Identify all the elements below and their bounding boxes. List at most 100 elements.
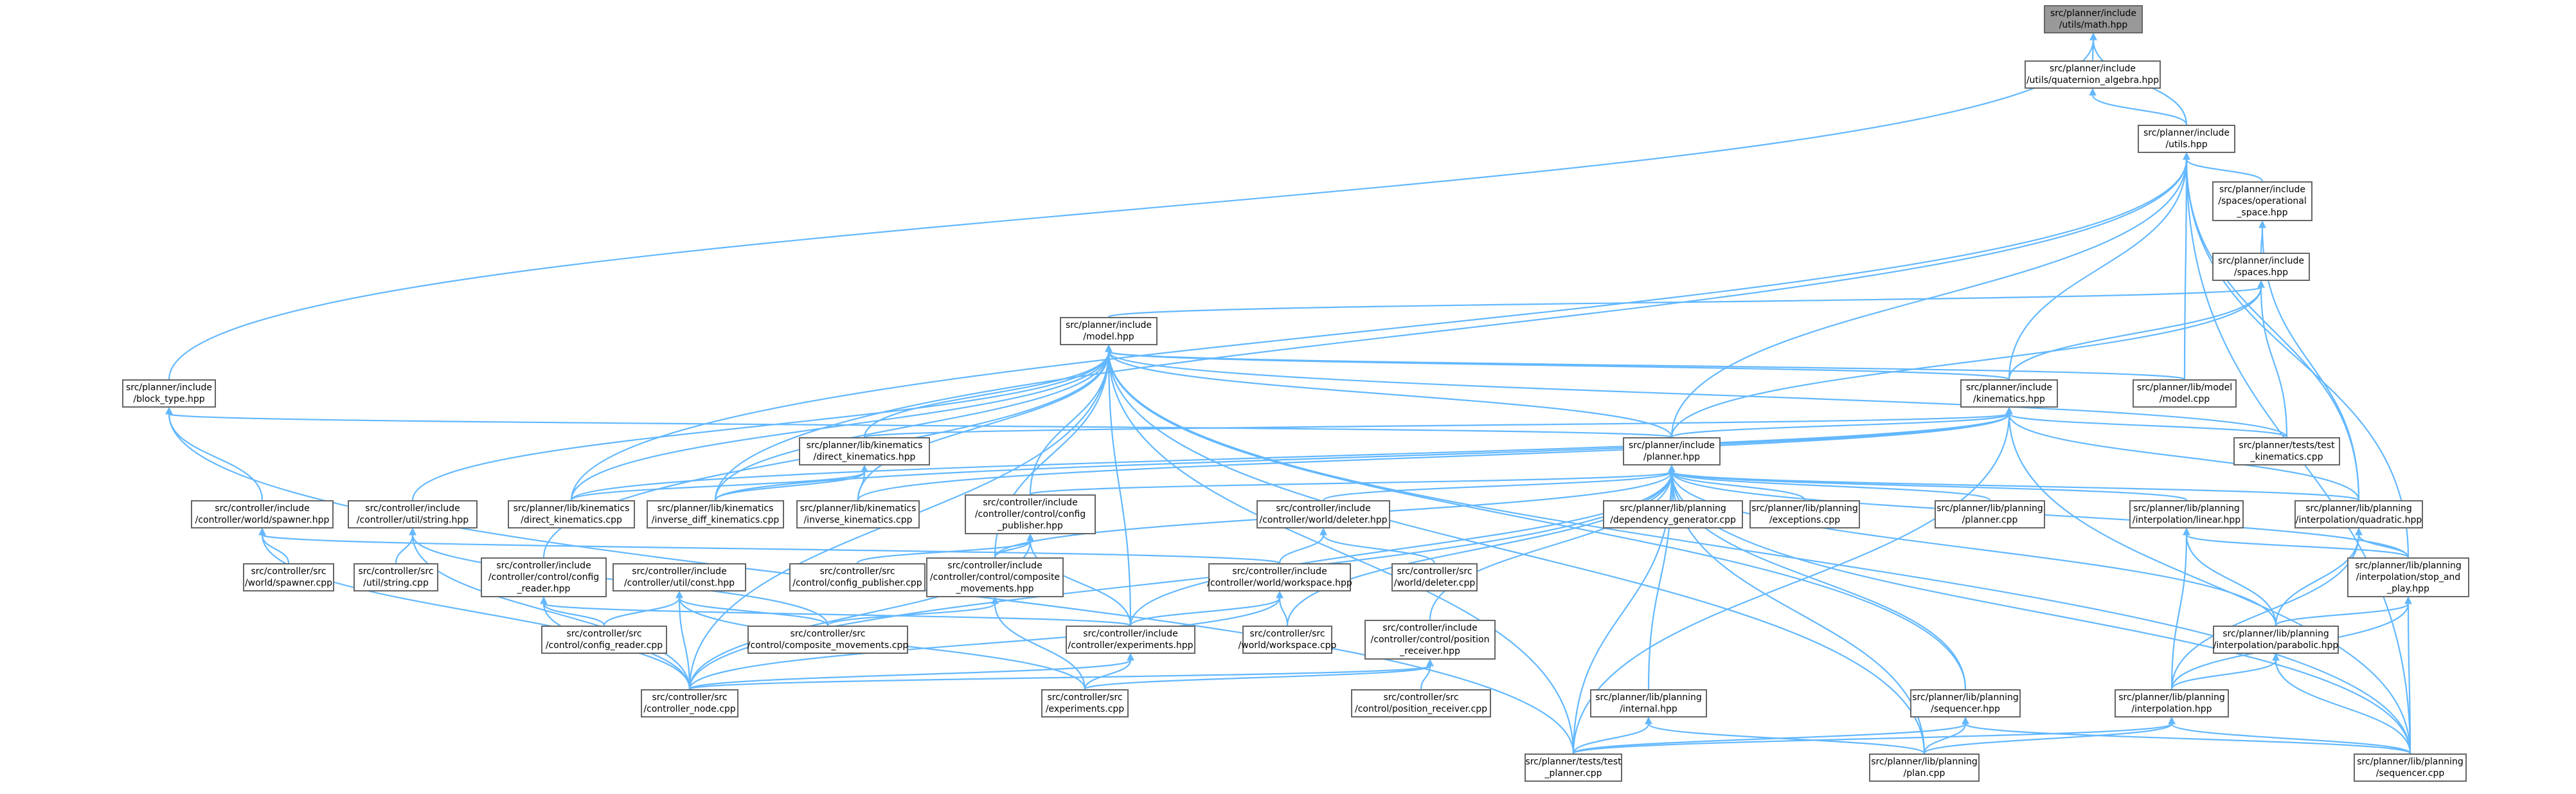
node-direct-kinematics-cpp[interactable]: src/planner/lib/kinematics /direct_kinem… [508,500,635,528]
node-label: src/planner/lib/planning /interpolation.… [2118,692,2225,714]
arrowhead [1962,716,1969,725]
node-position-receiver-cpp[interactable]: src/controller/src /control/position_rec… [1351,689,1491,717]
arrowhead [1319,527,1327,536]
node-position-receiver-hpp[interactable]: src/controller/include /controller/contr… [1364,620,1496,660]
node-workspace-hpp[interactable]: src/controller/include /controller/world… [1207,563,1352,591]
edge-string-cpp-to-string-hpp [395,534,414,564]
node-spawner-cpp[interactable]: src/controller/src /world/spawner.cpp [243,563,334,591]
node-inverse-kinematics-cpp[interactable]: src/planner/lib/kinematics /inverse_kine… [796,500,920,528]
node-workspace-cpp[interactable]: src/controller/src /world/workspace.cpp [1239,626,1336,654]
edge-inverse-kinematics-cpp-to-direct-kinematics-hpp [857,471,866,501]
edge-composite-movements-hpp-to-config-publisher-hpp [994,540,1032,558]
node-label: src/planner/lib/planning /planner.cpp [1936,503,2043,525]
edge-model-cpp-to-utils-hpp [2183,159,2188,380]
edge-kinematics-hpp-to-spaces-hpp [2008,287,2262,380]
node-controller-node-cpp[interactable]: src/controller/src /controller_node.cpp [641,689,738,717]
edge-config-publisher-hpp-to-planner-hpp [1029,471,1673,496]
node-planner-cpp[interactable]: src/planner/lib/planning /planner.cpp [1935,500,2045,528]
node-quaternion-algebra-hpp[interactable]: src/planner/include /utils/quaternion_al… [2025,60,2161,89]
arrowhead [2183,527,2190,536]
node-label: src/planner/lib/planning /interpolation/… [2132,503,2241,525]
node-dependency-generator-cpp[interactable]: src/planner/lib/planning /dependency_gen… [1603,500,1743,528]
node-experiments-hpp[interactable]: src/controller/include /controller/exper… [1066,626,1195,654]
node-config-reader-cpp[interactable]: src/controller/src /control/config_reade… [541,626,667,654]
edge-composite-movements-cpp-to-const-hpp [678,597,829,626]
edge-interpolation-hpp-to-interpolation-linear-hpp [2170,534,2188,690]
node-label: src/planner/include /kinematics.hpp [1965,383,2053,404]
node-label: src/planner/lib/planning /dependency_gen… [1610,503,1736,525]
node-inverse-diff-kinematics-cpp[interactable]: src/planner/lib/kinematics /inverse_diff… [647,500,784,528]
node-deleter-cpp[interactable]: src/controller/src /world/deleter.cpp [1391,563,1478,591]
node-label: src/planner/tests/test _kinematics.cpp [2239,440,2335,462]
node-config-publisher-hpp[interactable]: src/controller/include /controller/contr… [965,494,1096,534]
edge-direct-kinematics-cpp-to-kinematics-hpp [570,413,2010,501]
edge-sequencer-cpp-to-interpolation-parabolic-hpp [2275,660,2411,754]
node-label: src/controller/src /world/spawner.cpp [244,566,333,588]
node-kinematics-hpp[interactable]: src/planner/include /kinematics.hpp [1960,379,2058,408]
edge-string-hpp-to-model-hpp [411,351,1110,501]
node-interpolation-linear-hpp[interactable]: src/planner/lib/planning /interpolation/… [2129,500,2244,528]
node-operational-space-hpp[interactable]: src/planner/include /spaces/operational … [2212,181,2312,221]
arrowhead [2183,152,2190,160]
node-composite-movements-cpp[interactable]: src/controller/src /control/composite_mo… [747,626,908,654]
node-utils-hpp[interactable]: src/planner/include /utils.hpp [2138,125,2235,153]
node-sequencer-hpp[interactable]: src/planner/lib/planning /sequencer.hpp [1910,689,2021,717]
edge-kinematics-hpp-to-utils-hpp [2008,159,2188,380]
edge-config-reader-cpp-to-config-reader-hpp [542,603,605,626]
node-label: src/controller/src /control/composite_mo… [747,629,909,651]
node-spaces-hpp[interactable]: src/planner/include /spaces.hpp [2212,253,2310,281]
node-internal-hpp[interactable]: src/planner/lib/planning /internal.hpp [1590,689,1707,717]
node-label: src/controller/include /controller/contr… [488,561,600,594]
node-string-cpp[interactable]: src/controller/src /util/string.cpp [353,563,438,591]
edge-kinematics-hpp-to-model-hpp [1107,350,2010,381]
edge-stop-and-play-hpp-to-interpolation-linear-hpp [2185,534,2410,559]
edge-spawner-hpp-to-block-type-hpp [168,413,264,501]
node-label: src/controller/src /controller_node.cpp [643,692,736,714]
node-test-planner-cpp[interactable]: src/planner/tests/test _planner.cpp [1525,753,1622,782]
edge-stop-and-play-hpp-to-utils-hpp [2185,159,2410,558]
node-const-hpp[interactable]: src/controller/include /controller/util/… [613,563,746,591]
node-test-kinematics-cpp[interactable]: src/planner/tests/test _kinematics.cpp [2233,437,2340,465]
edge-sequencer-cpp-to-kinematics-hpp [2008,413,2411,754]
node-plan-cpp[interactable]: src/planner/lib/planning /plan.cpp [1869,753,1980,782]
arrowhead [2089,87,2097,96]
node-config-publisher-cpp[interactable]: src/controller/src /control/config_publi… [789,563,926,591]
node-model-hpp[interactable]: src/planner/include /model.hpp [1060,317,1158,345]
node-interpolation-hpp[interactable]: src/planner/lib/planning /interpolation.… [2115,689,2229,717]
edge-operational-space-hpp-to-utils-hpp [2185,159,2264,182]
node-experiments-cpp[interactable]: src/controller/src /experiments.cpp [1041,689,1129,717]
arrowhead [2005,406,2013,415]
node-math-hpp: src/planner/include /utils/math.hpp [2044,5,2143,33]
node-direct-kinematics-hpp[interactable]: src/planner/lib/kinematics /direct_kinem… [799,437,930,465]
node-spawner-hpp[interactable]: src/controller/include /controller/world… [191,500,334,528]
node-composite-movements-hpp[interactable]: src/controller/include /controller/contr… [926,557,1064,597]
node-sequencer-cpp[interactable]: src/planner/lib/planning /sequencer.cpp [2354,753,2467,782]
node-label: src/planner/lib/kinematics /inverse_diff… [651,503,780,525]
edge-sequencer-hpp-to-model-hpp [1107,351,1967,690]
node-interpolation-parabolic-hpp[interactable]: src/planner/lib/planning /interpolation/… [2213,626,2339,654]
node-exceptions-cpp[interactable]: src/planner/lib/planning /exceptions.cpp [1749,500,1860,528]
edge-plan-cpp-to-sequencer-hpp [1923,723,1967,754]
arrowhead [2272,653,2280,661]
edge-deleter-hpp-to-planner-hpp [1322,471,1673,501]
edge-inverse-diff-kinematics-cpp-to-direct-kinematics-hpp [714,471,866,501]
edge-direct-kinematics-cpp-to-utils-hpp [570,159,2188,501]
node-planner-hpp[interactable]: src/planner/include /planner.hpp [1623,437,1721,465]
node-label: src/planner/lib/kinematics /direct_kinem… [806,440,923,462]
node-stop-and-play-hpp[interactable]: src/planner/lib/planning /interpolation/… [2347,557,2469,597]
edge-experiments-hpp-to-config-reader-hpp [542,602,1132,627]
node-block-type-hpp[interactable]: src/planner/include /block_type.hpp [122,379,216,408]
node-label: src/planner/include /model.hpp [1065,320,1152,342]
edge-plan-cpp-to-model-hpp [1107,351,1926,754]
node-label: src/planner/lib/planning /internal.hpp [1595,692,1702,714]
node-string-hpp[interactable]: src/controller/include /controller/util/… [348,500,478,528]
node-deleter-hpp[interactable]: src/controller/include /controller/world… [1257,500,1390,528]
node-config-reader-hpp[interactable]: src/controller/include /controller/contr… [481,557,607,597]
edge-position-receiver-cpp-to-position-receiver-hpp [1420,665,1431,690]
edge-sequencer-cpp-to-model-hpp [1107,351,2411,754]
edge-planner-hpp-to-kinematics-hpp [1670,413,2010,438]
edge-spawner-cpp-to-spawner-hpp [261,534,290,564]
node-interpolation-quadratic-hpp[interactable]: src/planner/lib/planning /interpolation/… [2294,500,2423,528]
node-model-cpp[interactable]: src/planner/lib/model /model.cpp [2133,379,2237,408]
edge-experiments-cpp-to-position-receiver-hpp [1084,665,1431,690]
